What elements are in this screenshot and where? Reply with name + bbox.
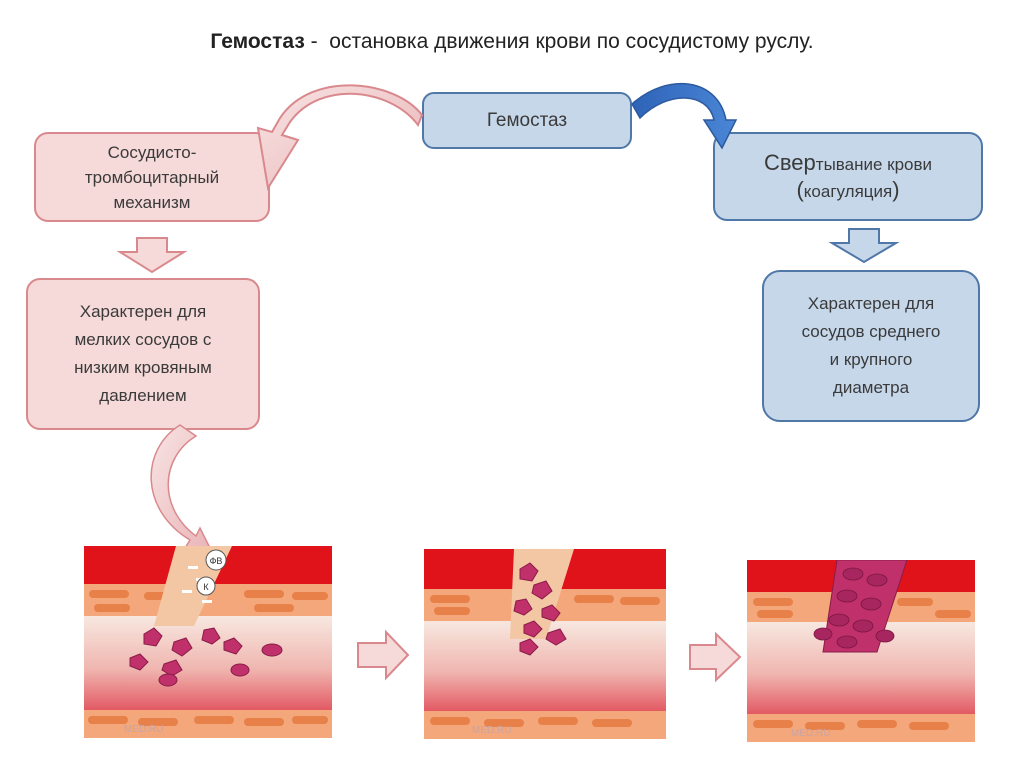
watermark-1: MED.RU bbox=[124, 724, 163, 735]
watermark-2: MED.RU bbox=[472, 725, 511, 736]
node-ml-line-1: Характерен для bbox=[807, 294, 935, 313]
node-ml-line-2: сосудов среднего bbox=[801, 322, 941, 341]
label-fv: ФВ bbox=[210, 556, 223, 566]
node-hemostasis-label: Гемостаз bbox=[486, 110, 568, 131]
down-arrow-right bbox=[828, 228, 900, 264]
down-arrow-left bbox=[116, 237, 188, 274]
node-vp-line-1: Сосудисто- bbox=[107, 142, 197, 162]
node-coag-line-1: Свертывание крови bbox=[764, 150, 932, 177]
curved-pointer-to-vessel bbox=[150, 424, 214, 553]
paren-close: ) bbox=[892, 176, 900, 202]
node-coag-line-2: (коагуляция) bbox=[796, 177, 899, 204]
node-small-vessels: Характерен для мелких сосудов с низким к… bbox=[26, 278, 260, 430]
curved-arrow-right bbox=[631, 82, 738, 150]
node-vascular-platelet: Сосудисто- тромбоцитарный механизм bbox=[34, 132, 270, 222]
node-coag-suffix: тывание крови bbox=[815, 154, 933, 174]
node-coagulation: Свертывание крови (коагуляция) bbox=[713, 132, 983, 221]
node-ml-line-4: диаметра bbox=[832, 378, 910, 397]
node-ml-line-3: и крупного bbox=[829, 350, 913, 369]
node-coag-term: коагуляция bbox=[803, 181, 893, 201]
step-arrow-2 bbox=[689, 631, 742, 683]
step-arrow-1 bbox=[357, 629, 410, 681]
node-vp-line-3: механизм bbox=[113, 192, 191, 212]
label-k: К bbox=[203, 582, 209, 592]
node-vp-line-2: тромбоцитарный bbox=[84, 167, 220, 187]
node-sv-line-1: Характерен для bbox=[79, 302, 207, 321]
watermark-3: MED.RU bbox=[791, 728, 830, 739]
node-medium-large-vessels: Характерен для сосудов среднего и крупно… bbox=[762, 270, 980, 422]
paren-open: ( bbox=[796, 176, 804, 202]
node-coag-prefix: Свер bbox=[763, 149, 816, 175]
node-sv-line-3: низким кровяным bbox=[74, 358, 212, 377]
curved-arrow-left bbox=[256, 84, 424, 191]
node-sv-line-4: давлением bbox=[99, 386, 187, 405]
node-hemostasis: Гемостаз bbox=[422, 92, 632, 149]
title-definition: - остановка движения крови по сосудистом… bbox=[304, 30, 814, 53]
title-term: Гемостаз bbox=[210, 30, 305, 53]
vessel-panel-injury: ФВ К MED.RU bbox=[84, 546, 332, 738]
vessel-panel-plug: MED.RU bbox=[747, 560, 975, 742]
page-title: Гемостаз - остановка движения крови по с… bbox=[0, 30, 1024, 54]
vessel-panel-aggregation: MED.RU bbox=[424, 549, 666, 739]
node-sv-line-2: мелких сосудов с bbox=[74, 330, 212, 349]
